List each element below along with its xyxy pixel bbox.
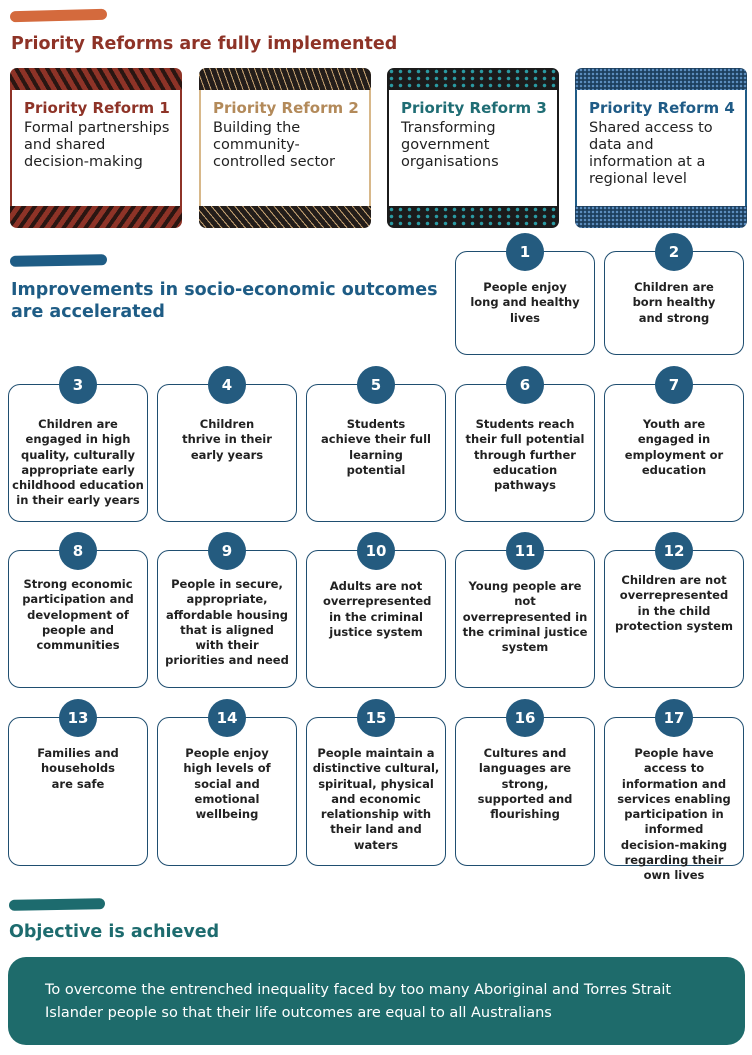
priority-reform-3-title: Priority Reform 3 [401, 99, 547, 117]
outcome-number-badge: 3 [59, 366, 97, 404]
outcome-card-11: 11 Young people are not overrepresented … [455, 532, 595, 688]
outcome-card-12: 12 Children are not overrepresented in t… [604, 532, 744, 688]
outcome-text: People have access to information and se… [617, 746, 731, 883]
outcome-text: People enjoy high levels of social and e… [183, 746, 271, 822]
outcome-text: Children are not overrepresented in the … [615, 573, 733, 633]
priority-reform-2-description: Building the community-controlled sector [213, 120, 335, 170]
outcome-number-badge: 11 [506, 532, 544, 570]
objective-statement-box: To overcome the entrenched inequality fa… [8, 957, 745, 1045]
outcome-text: Students achieve their full learning pot… [321, 417, 431, 477]
outcome-card-17: 17 People have access to information and… [604, 699, 744, 882]
outcome-text: Children are engaged in high quality, cu… [12, 417, 144, 508]
outcome-text: People maintain a distinctive cultural, … [312, 746, 440, 852]
priority-reform-1-card: Priority Reform 1 Formal partnerships an… [10, 68, 182, 228]
outcome-number-badge: 2 [655, 233, 693, 271]
priority-reform-3-description: Transforming government organisations [401, 120, 499, 170]
outcome-card-10: 10 Adults are not overrepresented in the… [306, 532, 446, 688]
outcome-text: Children are born healthy and strong [632, 280, 716, 325]
aboriginal-art-pattern-bottom [575, 206, 747, 228]
outcomes-heading: Improvements in socio-economic outcomes … [11, 279, 438, 323]
outcome-number-badge: 6 [506, 366, 544, 404]
priority-reform-1-title: Priority Reform 1 [24, 99, 170, 117]
outcome-text: Youth are engaged in employment or educa… [624, 417, 724, 477]
outcome-number-badge: 7 [655, 366, 693, 404]
aboriginal-art-pattern-top [199, 68, 371, 90]
outcome-text: Young people are not overrepresented in … [462, 579, 588, 655]
outcome-number-badge: 13 [59, 699, 97, 737]
outcome-card-4: 4 Children thrive in their early years [157, 366, 297, 522]
aboriginal-art-pattern-top [10, 68, 182, 90]
teal-brush-stroke-decoration [8, 898, 106, 911]
outcome-number-badge: 17 [655, 699, 693, 737]
outcome-text: Strong economic participation and develo… [22, 577, 134, 653]
priority-reforms-heading: Priority Reforms are fully implemented [11, 34, 398, 54]
outcome-number-badge: 16 [506, 699, 544, 737]
priority-reform-4-description: Shared access to data and information at… [589, 120, 713, 187]
outcome-number-badge: 5 [357, 366, 395, 404]
blue-brush-stroke-decoration [9, 254, 108, 267]
priority-reform-1-description: Formal partnerships and shared decision-… [24, 120, 170, 170]
outcome-number-badge: 4 [208, 366, 246, 404]
outcome-card-8: 8 Strong economic participation and deve… [8, 532, 148, 688]
outcome-card-6: 6 Students reach their full potential th… [455, 366, 595, 522]
outcome-card-3: 3 Children are engaged in high quality, … [8, 366, 148, 522]
aboriginal-art-pattern-bottom [10, 206, 182, 228]
outcome-card-5: 5 Students achieve their full learning p… [306, 366, 446, 522]
outcomes-heading-line-2: are accelerated [11, 302, 165, 322]
outcome-text: Students reach their full potential thro… [465, 417, 585, 493]
outcomes-heading-line-1: Improvements in socio-economic outcomes [11, 280, 438, 300]
outcome-card-14: 14 People enjoy high levels of social an… [157, 699, 297, 866]
outcome-number-badge: 1 [506, 233, 544, 271]
priority-reform-3-card: Priority Reform 3 Transforming governmen… [387, 68, 559, 228]
outcome-number-badge: 14 [208, 699, 246, 737]
outcome-text: Children thrive in their early years [182, 417, 272, 462]
outcome-card-13: 13 Families and households are safe [8, 699, 148, 866]
outcome-card-16: 16 Cultures and languages are strong, su… [455, 699, 595, 866]
aboriginal-art-pattern-top [575, 68, 747, 90]
outcome-card-15: 15 People maintain a distinctive cultura… [306, 699, 446, 866]
outcome-card-1: 1 People enjoy long and healthy lives [455, 233, 595, 355]
outcome-card-2: 2 Children are born healthy and strong [604, 233, 744, 355]
objective-heading: Objective is achieved [9, 922, 220, 942]
outcome-number-badge: 9 [208, 532, 246, 570]
priority-reform-4-card: Priority Reform 4 Shared access to data … [575, 68, 747, 228]
outcome-text: Adults are not overrepresented in the cr… [323, 579, 432, 639]
outcome-card-9: 9 People in secure, appropriate, afforda… [157, 532, 297, 688]
aboriginal-art-pattern-top [387, 68, 559, 90]
outcome-text: People in secure, appropriate, affordabl… [165, 577, 289, 668]
outcome-text: Cultures and languages are strong, suppo… [477, 746, 573, 822]
priority-reform-4-title: Priority Reform 4 [589, 99, 735, 117]
priority-reform-2-title: Priority Reform 2 [213, 99, 359, 117]
outcome-text: People enjoy long and healthy lives [470, 280, 580, 325]
objective-statement-text: To overcome the entrenched inequality fa… [45, 982, 672, 1021]
outcome-number-badge: 12 [655, 532, 693, 570]
aboriginal-art-pattern-bottom [387, 206, 559, 228]
outcome-number-badge: 8 [59, 532, 97, 570]
orange-brush-stroke-decoration [9, 8, 108, 23]
priority-reform-2-card: Priority Reform 2 Building the community… [199, 68, 371, 228]
outcome-card-7: 7 Youth are engaged in employment or edu… [604, 366, 744, 522]
outcome-number-badge: 10 [357, 532, 395, 570]
aboriginal-art-pattern-bottom [199, 206, 371, 228]
outcome-number-badge: 15 [357, 699, 395, 737]
outcome-text: Families and households are safe [37, 746, 119, 791]
